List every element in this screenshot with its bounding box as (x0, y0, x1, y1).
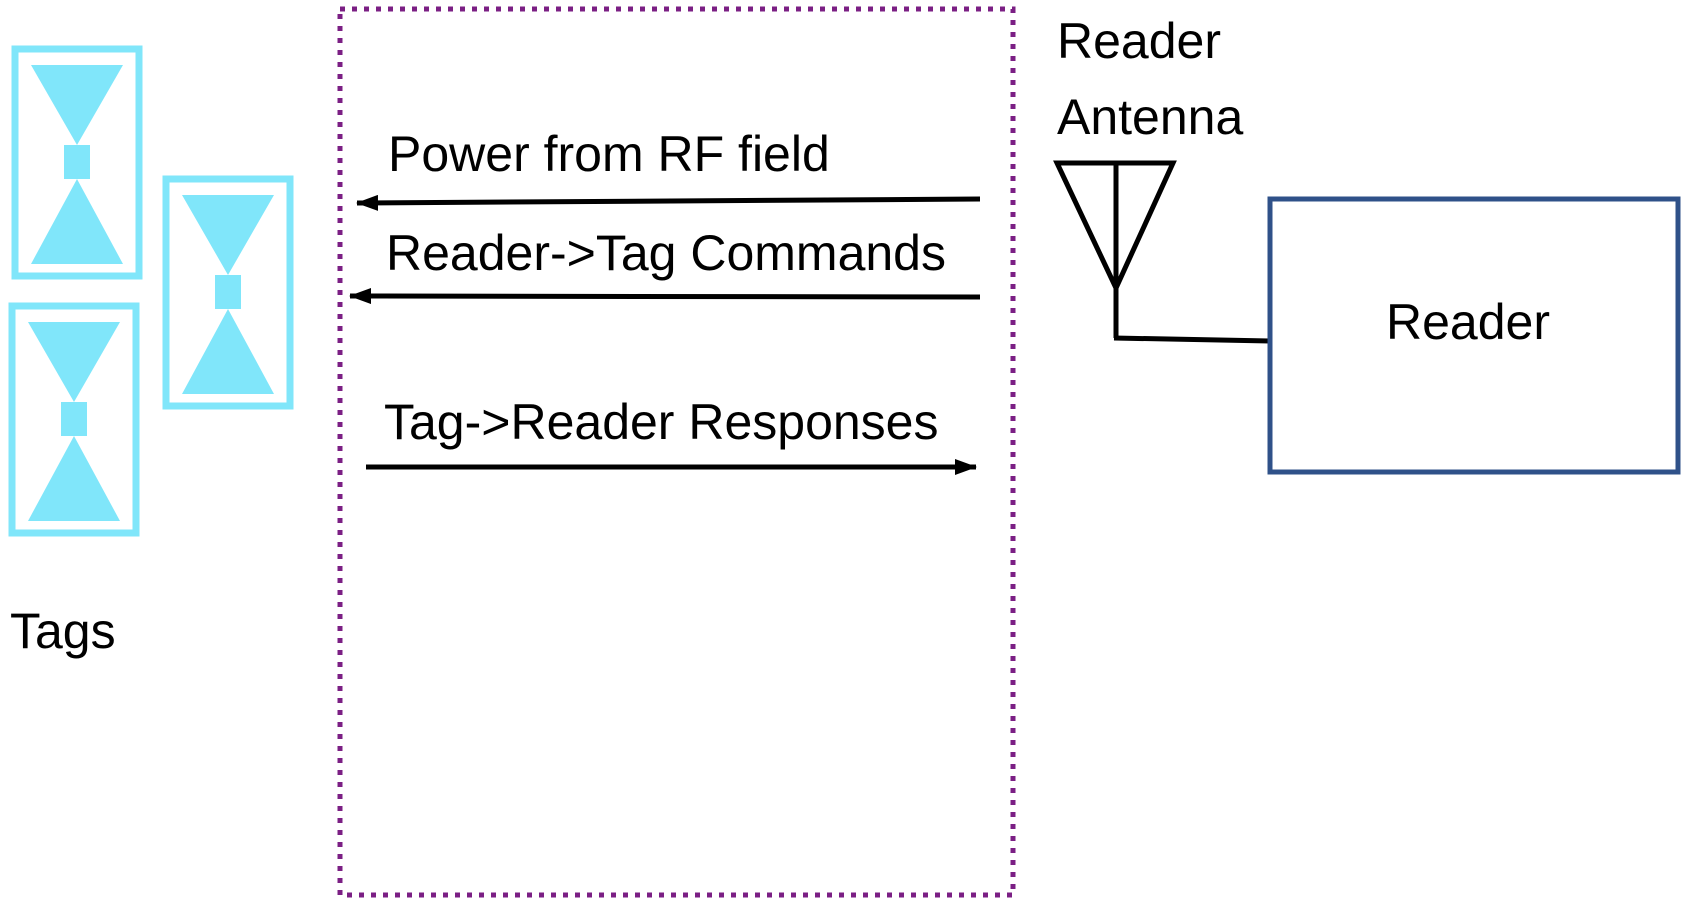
reader-label: Reader (1386, 294, 1550, 350)
tag-group (8, 45, 294, 537)
tag-icon (162, 175, 294, 410)
antenna-feed-line (1113, 335, 1271, 344)
rf-channel-box (337, 6, 1016, 898)
tags-label: Tags (10, 603, 116, 659)
tag-icon (8, 302, 140, 537)
arrow-label-responses: Tag->Reader Responses (384, 394, 939, 450)
antenna-icon (1053, 160, 1177, 338)
antenna-label-line2: Antenna (1057, 89, 1243, 145)
tag-icon (11, 45, 143, 280)
arrow-power (356, 194, 981, 211)
reader-box (1267, 196, 1681, 475)
arrow-commands (349, 288, 981, 305)
arrow-label-power: Power from RF field (388, 126, 830, 182)
antenna-label-line1: Reader (1057, 13, 1221, 69)
arrow-label-commands: Reader->Tag Commands (386, 225, 946, 281)
